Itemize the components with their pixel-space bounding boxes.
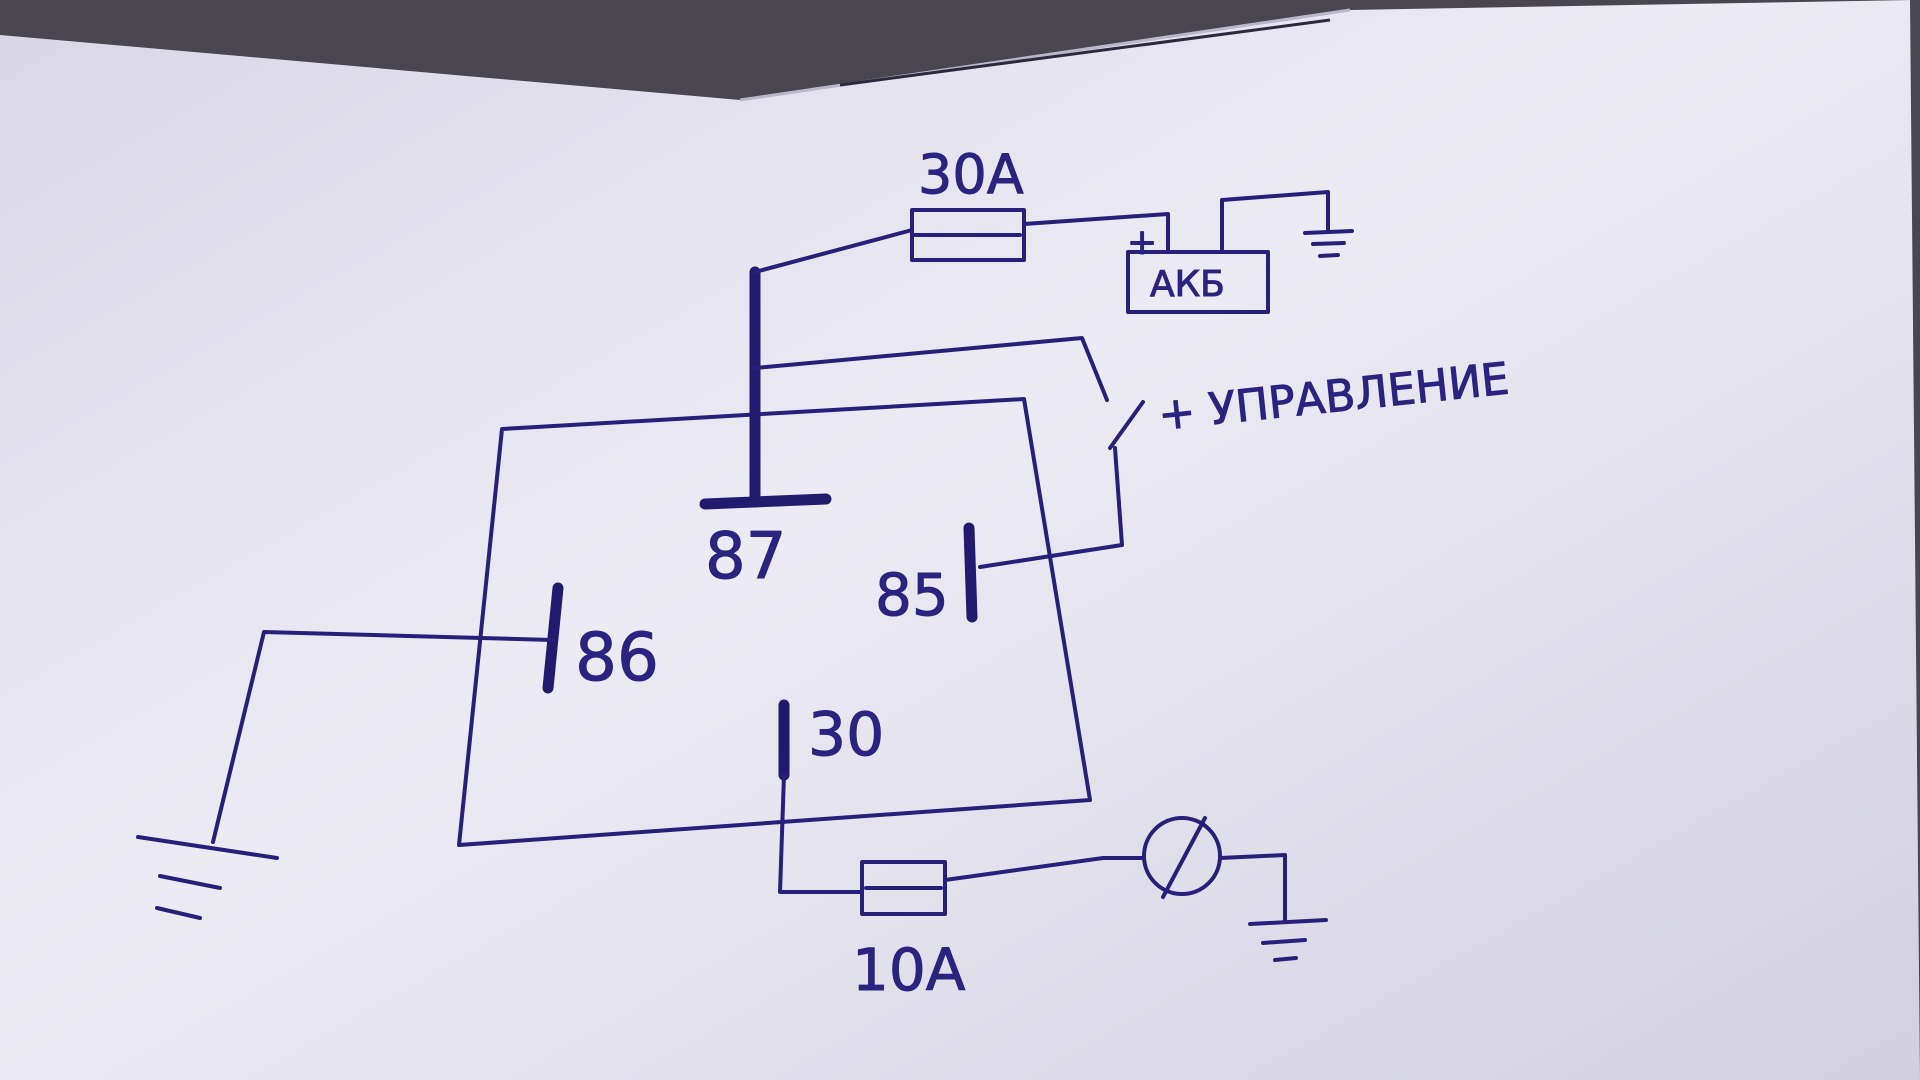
pin-85-label: 85 [875,561,949,629]
fuse-to-battery-wire [1022,212,1170,254]
battery-box [1126,250,1270,314]
lamp-ground-icon [1248,918,1328,962]
pin-87-label: 87 [705,520,786,594]
control-switch-lever [1108,400,1145,450]
fuse-load-label: 10A [852,936,966,1004]
battery-label: АКБ [1150,264,1225,305]
pin-86-ground-wire [211,630,555,844]
pin-30-label: 30 [808,700,884,770]
pin-30-load-wire [778,773,864,894]
pin-86-label: 86 [575,619,659,696]
switch-to-pin-85-wire [978,446,1124,569]
pin-87-terminal [699,493,832,510]
battery-feed-wire [753,228,914,274]
pin-86-ground-icon [136,835,279,920]
fuse-to-lamp-wire [943,856,1145,882]
fuse-10a [860,860,947,916]
battery-ground-icon [1303,229,1354,258]
pin-85-terminal [963,522,978,623]
fuse-30a [910,208,1026,262]
fuse-main-label: 30A [918,143,1024,206]
battery-plus-sign: + [1127,222,1157,263]
battery-ground-wire [1220,190,1330,254]
switch-feed-wire [753,336,1109,402]
lamp-ground-wire [1218,853,1287,924]
paper-top-edge [839,18,1331,87]
relay-housing [457,397,1092,847]
